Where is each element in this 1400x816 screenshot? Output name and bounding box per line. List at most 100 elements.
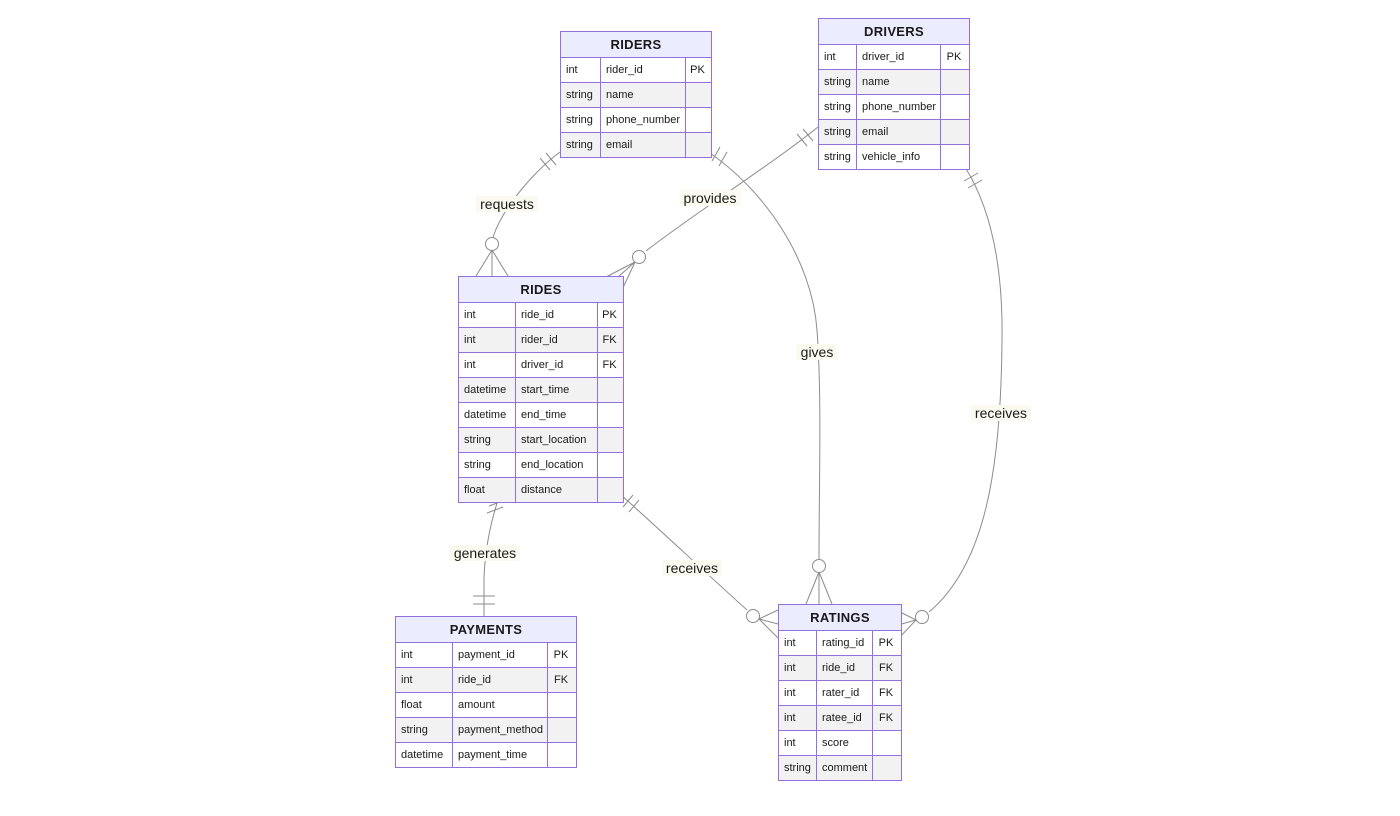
attribute-key-cell: FK [878, 662, 894, 674]
attribute-key-cell: PK [946, 51, 962, 63]
attribute-name-cell: rider_id [516, 328, 598, 352]
attribute-name-cell: payment_id [453, 643, 548, 667]
attribute-key-cell [548, 718, 574, 742]
attribute-key-cell [548, 743, 574, 767]
attribute-type-cell: float [459, 478, 516, 502]
attribute-type-cell: string [459, 453, 516, 477]
attribute-name-cell: name [857, 70, 941, 94]
attribute-name-cell: start_time [516, 378, 598, 402]
attribute-key-cell: PK [690, 64, 705, 76]
entity-title: PAYMENTS [396, 617, 576, 643]
attribute-name-cell: payment_method [453, 718, 548, 742]
attribute-type-cell: int [779, 681, 817, 705]
attribute-type-cell: int [779, 631, 817, 655]
attribute-name-cell: rider_id [601, 58, 686, 82]
cardinality-one-marker-receives-drivers [963, 172, 983, 189]
cardinality-one-marker-gives [711, 146, 728, 167]
relationship-receives-drivers-line [928, 166, 1003, 613]
attribute-name-cell: email [601, 133, 686, 157]
attribute-name-cell: amount [453, 693, 548, 717]
attribute-key-cell: PK [553, 649, 569, 661]
attribute-name-cell: end_location [516, 453, 598, 477]
attribute-type-cell: int [779, 731, 817, 755]
cardinality-one-marker-receives-rides [622, 494, 640, 513]
attribute-name-cell: payment_time [453, 743, 548, 767]
attribute-key-cell [598, 403, 621, 427]
attribute-name-cell: phone_number [857, 95, 941, 119]
attribute-type-cell: string [819, 120, 857, 144]
attribute-type-cell: string [819, 70, 857, 94]
relationship-requests-line [492, 151, 561, 238]
attribute-type-cell: string [561, 133, 601, 157]
attribute-type-cell: int [779, 706, 817, 730]
cardinality-one-marker-generates-payments-end [473, 595, 495, 605]
attribute-type-cell: int [396, 668, 453, 692]
attribute-type-cell: int [459, 303, 516, 327]
attribute-key-cell: FK [878, 712, 894, 724]
relationship-label-generates: generates [449, 545, 521, 561]
entity-title: RIDES [459, 277, 623, 303]
attribute-type-cell: int [459, 328, 516, 352]
attribute-type-cell: datetime [459, 403, 516, 427]
cardinality-one-marker-requests [539, 152, 557, 171]
attribute-key-cell [941, 95, 967, 119]
attribute-key-cell [941, 145, 967, 169]
attribute-type-cell: int [779, 656, 817, 680]
attribute-type-cell: int [459, 353, 516, 377]
attribute-name-cell: start_location [516, 428, 598, 452]
attribute-key-cell: FK [602, 334, 617, 346]
attribute-key-cell: FK [553, 674, 569, 686]
attribute-key-cell [598, 453, 621, 477]
relationship-label-receives-drivers: receives [970, 405, 1032, 421]
attribute-key-cell [686, 83, 709, 107]
attribute-name-cell: email [857, 120, 941, 144]
attribute-name-cell: driver_id [516, 353, 598, 377]
attribute-type-cell: float [396, 693, 453, 717]
attribute-type-cell: string [819, 95, 857, 119]
attribute-type-cell: string [779, 756, 817, 780]
entity-title: DRIVERS [819, 19, 969, 45]
relationship-gives-line [706, 150, 821, 560]
attribute-name-cell: ride_id [516, 303, 598, 327]
cardinality-zero-or-many-marker-receives-drivers [897, 610, 929, 640]
attribute-type-cell: datetime [459, 378, 516, 402]
attribute-type-cell: datetime [396, 743, 453, 767]
cardinality-zero-or-many-marker-provides [605, 250, 646, 293]
cardinality-zero-or-many-marker-requests [475, 237, 509, 277]
attribute-type-cell: string [819, 145, 857, 169]
attribute-type-cell: string [561, 83, 601, 107]
attribute-name-cell: phone_number [601, 108, 686, 132]
attribute-key-cell [598, 478, 621, 502]
attribute-name-cell: comment [817, 756, 873, 780]
attribute-key-cell: FK [602, 359, 617, 371]
attribute-type-cell: string [561, 108, 601, 132]
attribute-name-cell: driver_id [857, 45, 941, 69]
attribute-key-cell [941, 120, 967, 144]
attribute-name-cell: rating_id [817, 631, 873, 655]
attribute-name-cell: score [817, 731, 873, 755]
relationship-receives-rides-line [619, 493, 748, 611]
